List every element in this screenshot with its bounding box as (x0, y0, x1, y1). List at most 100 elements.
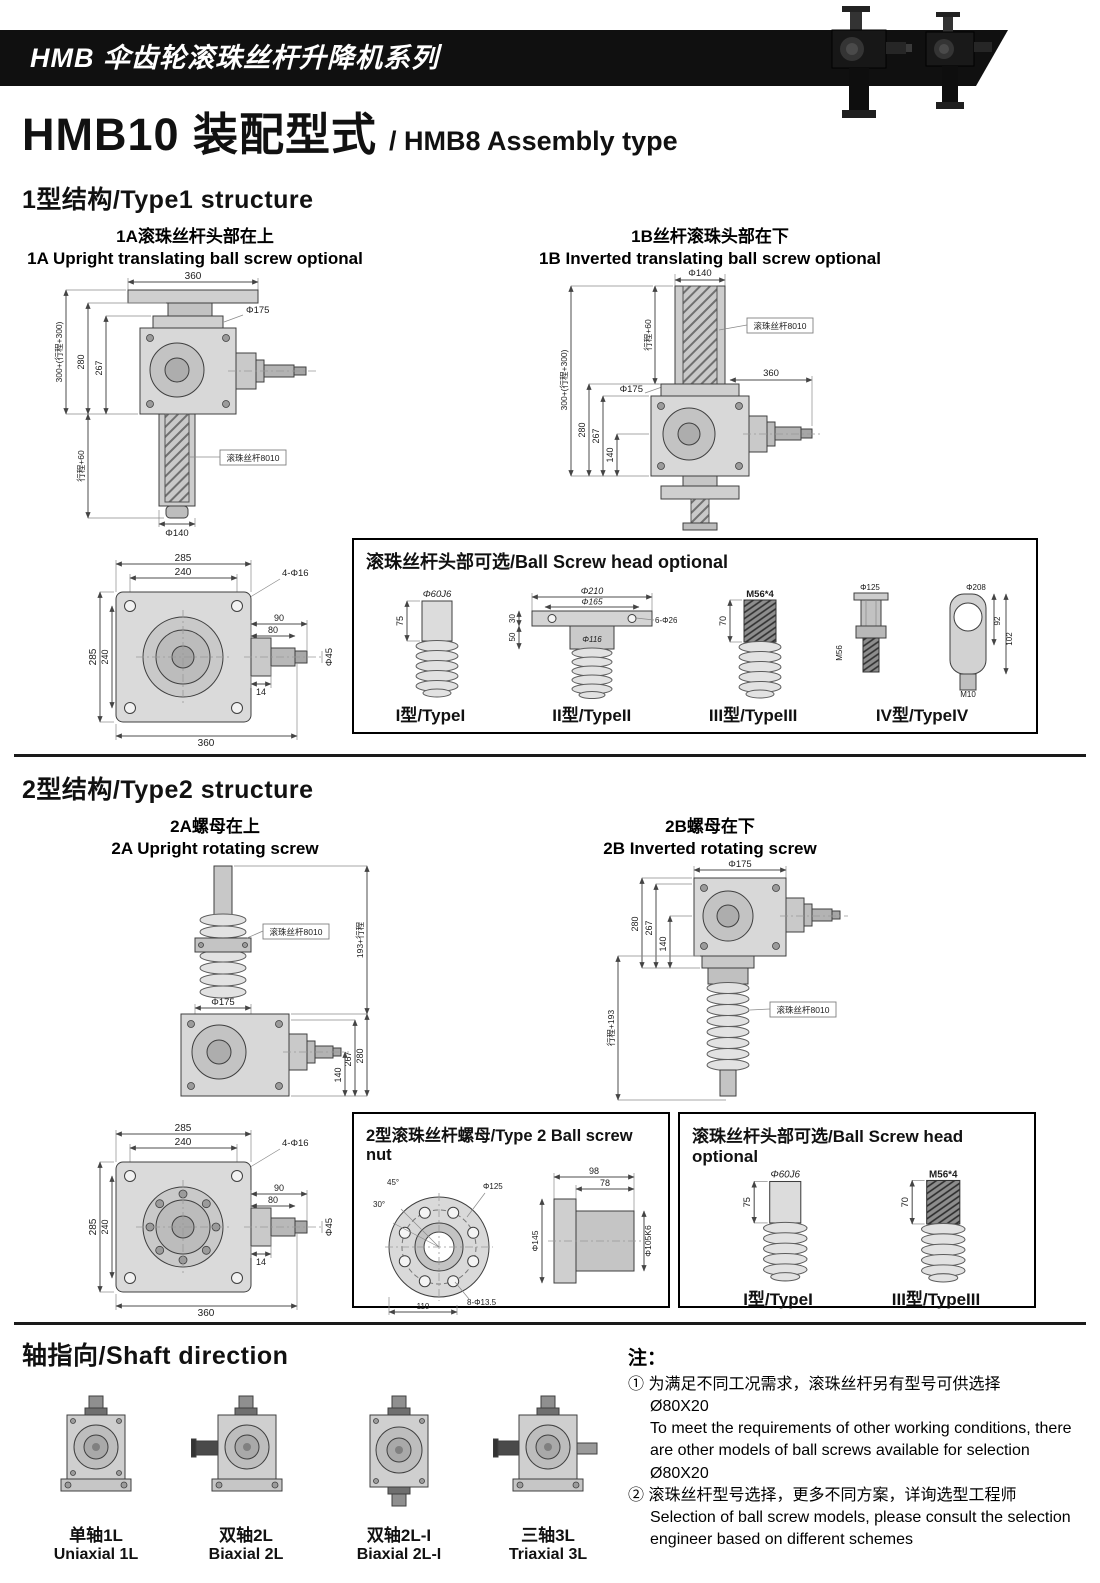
shaft-1l-caption-en: Uniaxial 1L (53, 1546, 139, 1563)
head-type1-figure: Φ60J6 75 I型/TypeI (375, 587, 485, 726)
nut-box-title: 2型滚珠丝杆螺母/Type 2 Ball screw nut (366, 1127, 633, 1164)
dim-label: 360 (185, 271, 202, 282)
dim-label: M10 (960, 690, 976, 699)
dim-label: Φ140 (688, 268, 711, 279)
dim-label: Φ60J6 (770, 1169, 800, 1180)
section3-heading: 轴指向/Shaft direction (22, 1342, 289, 1370)
dim-label: 90 (274, 613, 284, 623)
head-type1-drawing: Φ60J6 75 (395, 589, 459, 698)
ball-screw-label: 滚珠丝杆8010 (270, 927, 323, 937)
section2-heading: 2型结构/Type2 structure (22, 776, 314, 804)
dim-label: Φ105K6 (643, 1225, 653, 1257)
dim-label: 行程+60 (643, 319, 653, 351)
fig-2a-caption: 2A螺母在上 2A Upright rotating screw (55, 816, 375, 861)
dim-label: 75 (742, 1197, 752, 1207)
notes-block: 注： ① 为满足不同工况需求，滚珠丝杆另有型号可供选择 Ø80X20 To me… (628, 1346, 1086, 1551)
nut-front-view: 45° 30° Φ125 8-Φ13.5 110 (373, 1178, 503, 1315)
fig-1a-caption-en: 1A Upright translating ball screw option… (27, 249, 363, 269)
dim-label: 102 (1005, 632, 1014, 646)
fig-2a-caption-en: 2A Upright rotating screw (111, 839, 319, 859)
shaft-figure-1l: 单轴1L Uniaxial 1L (30, 1392, 162, 1564)
dim-label: Φ208 (966, 583, 986, 592)
dim-label: 267 (591, 428, 601, 443)
dim-label: 285 (175, 553, 192, 564)
section-divider-1 (14, 754, 1086, 757)
dim-label: 285 (88, 1218, 99, 1235)
note-2-cn: ② 滚珠丝杆型号选择，更多不同方案，详询选型工程师 (628, 1486, 1017, 1504)
dim-label: 280 (355, 1048, 365, 1063)
shaft-3l-caption-en: Triaxial 3L (508, 1546, 588, 1563)
dim-label: Φ140 (165, 528, 188, 538)
ball-screw-head-box-1-title: 滚珠丝杆头部可选/Ball Screw head optional (366, 552, 729, 572)
fig-2b-caption-cn: 2B螺母在下 (665, 817, 755, 836)
fig-1b-caption-en: 1B Inverted translating ball screw optio… (539, 249, 881, 269)
fig-1b-caption-cn: 1B丝杆滚珠头部在下 (631, 227, 789, 246)
shaft-1l-drawing (60, 1395, 132, 1492)
page-title-en: / HMB8 Assembly type (389, 126, 678, 156)
head-type3-drawing: M56*4 70 (718, 589, 782, 699)
shaft-2l-i-caption-cn: 双轴2L-I (366, 1526, 432, 1545)
dim-label: Φ145 (530, 1230, 540, 1251)
section1-heading: 1型结构/Type1 structure (22, 186, 314, 214)
ball-screw-head-box-1: 滚珠丝杆头部可选/Ball Screw head optional Φ60J6 … (352, 538, 1038, 734)
dim-label: 78 (600, 1178, 610, 1188)
dim-label: 285 (175, 1123, 192, 1134)
head2-type1-drawing: Φ60J6 75 (742, 1169, 808, 1282)
dim-label: Φ210 (581, 587, 604, 596)
head2-type3-figure: M56*4 70 III型/TypeIII (876, 1167, 996, 1310)
head-type4-figure: Φ125 M56 Φ208 92 102 M10 (830, 581, 1015, 726)
head-type4-label: IV型/TypeIV (875, 706, 969, 725)
fig-1-topview-drawing: 285 240 4-Φ16 90 80 Φ45 14 285 240 360 (88, 553, 335, 748)
dim-label: 30° (373, 1200, 385, 1209)
dim-label: 360 (198, 1308, 215, 1318)
fig-1a-caption: 1A滚珠丝杆头部在上 1A Upright translating ball s… (10, 226, 380, 271)
dim-label: 285 (88, 648, 99, 665)
shaft-3l-drawing (492, 1395, 598, 1492)
dim-label: Φ116 (582, 635, 602, 644)
shaft-2l-i-drawing (369, 1395, 429, 1507)
shaft-figure-3l: 三轴3L Triaxial 3L (482, 1392, 614, 1564)
fig-2a-drawing: 滚珠丝杆8010 Φ175 193+行程 280 267 140 (180, 865, 370, 1097)
dim-label: 4-Φ16 (282, 568, 309, 579)
dim-label: Φ175 (211, 997, 234, 1008)
dim-label: 6-Φ26 (655, 616, 677, 625)
dim-label: 110 (417, 1302, 430, 1311)
page-title: HMB10 装配型式 / HMB8 Assembly type (22, 98, 678, 163)
dim-label: Φ175 (246, 305, 269, 316)
ball-screw-head-box-2-title: 滚珠丝杆头部可选/Ball Screw head optional (692, 1127, 964, 1166)
dim-label: 92 (993, 616, 1002, 625)
dim-label: M56*4 (929, 1169, 958, 1180)
head-type2-label: II型/TypeII (552, 706, 632, 725)
head2-type3-label: III型/TypeIII (891, 1290, 981, 1309)
fig-2a-caption-cn: 2A螺母在上 (170, 817, 260, 836)
shaft-figure-2l-i: 双轴2L-I Biaxial 2L-I (333, 1392, 465, 1564)
nut-side-view: 98 78 Φ145 Φ105K6 (530, 1166, 653, 1284)
dim-label: 280 (630, 916, 640, 931)
shaft-3l-caption-cn: 三轴3L (521, 1526, 575, 1545)
head-type2-figure: Φ210 Φ165 30 50 Φ116 6-Φ26 (507, 587, 677, 726)
head2-type1-figure: Φ60J6 75 I型/TypeI (718, 1167, 838, 1310)
dim-label: 300+(行程+300) (559, 349, 569, 410)
dim-label: 30 (508, 614, 517, 623)
shaft-2l-i-caption-en: Biaxial 2L-I (356, 1546, 442, 1563)
head-type3-figure: M56*4 70 III型/TypeIII (698, 587, 808, 726)
dim-label: 280 (577, 422, 587, 437)
head-type2-drawing: Φ210 Φ165 30 50 Φ116 6-Φ26 (508, 587, 677, 699)
dim-label: M56 (835, 645, 844, 661)
head-type1-label: I型/TypeI (395, 706, 466, 725)
dim-label: 80 (268, 625, 278, 635)
page-title-cn: HMB10 装配型式 (22, 109, 378, 160)
ball-screw-label: 滚珠丝杆8010 (754, 321, 807, 331)
product-photo (831, 6, 992, 118)
dim-label: Φ165 (581, 597, 603, 607)
fig-1b-caption: 1B丝杆滚珠头部在下 1B Inverted translating ball … (520, 226, 900, 271)
fig-2b-caption: 2B螺母在下 2B Inverted rotating screw (540, 816, 880, 861)
dim-label: Φ175 (620, 384, 643, 395)
head2-type3-drawing: M56*4 70 (900, 1169, 966, 1283)
dim-label: 280 (76, 354, 86, 369)
dim-label: 14 (256, 687, 266, 697)
fig-1b-drawing: Φ140 行程+60 滚珠丝杆8010 Φ175 360 300+(行程+300… (559, 268, 823, 531)
note-1-en-spec: Ø80X20 (650, 1464, 709, 1482)
fig-1a-caption-cn: 1A滚珠丝杆头部在上 (116, 227, 274, 246)
